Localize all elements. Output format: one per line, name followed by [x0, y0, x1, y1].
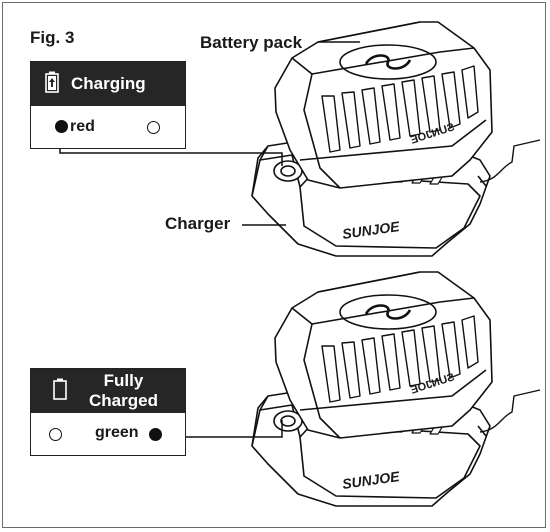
- charged-panel-title: Fully Charged: [89, 371, 158, 411]
- green-led-label: green: [95, 424, 139, 441]
- charged-title-line2: Charged: [89, 391, 158, 410]
- figure-frame: [2, 2, 546, 528]
- battery-pack-callout: Battery pack: [200, 33, 303, 52]
- red-led-off-indicator: [49, 428, 62, 441]
- charging-panel-header: Charging: [31, 62, 185, 106]
- charged-panel: Fully Charged green: [30, 368, 186, 456]
- green-led-indicator: [149, 428, 162, 441]
- charged-led-leader: [160, 420, 283, 438]
- charged-panel-led-row: green: [31, 413, 185, 454]
- charged-title-line1: Fully: [103, 371, 144, 390]
- charging-panel: Charging red: [30, 61, 186, 149]
- green-led-off-indicator: [147, 121, 160, 134]
- figure-label: Fig. 3: [30, 28, 75, 47]
- red-led-indicator: [55, 120, 68, 133]
- charging-panel-title: Charging: [71, 74, 146, 93]
- charger-callout: Charger: [165, 214, 231, 233]
- charged-panel-header: Fully Charged: [31, 369, 185, 413]
- battery-charging-icon: [45, 71, 59, 98]
- red-led-label: red: [70, 117, 95, 135]
- charging-panel-led-row: red: [31, 106, 185, 147]
- battery-empty-icon: [53, 378, 67, 405]
